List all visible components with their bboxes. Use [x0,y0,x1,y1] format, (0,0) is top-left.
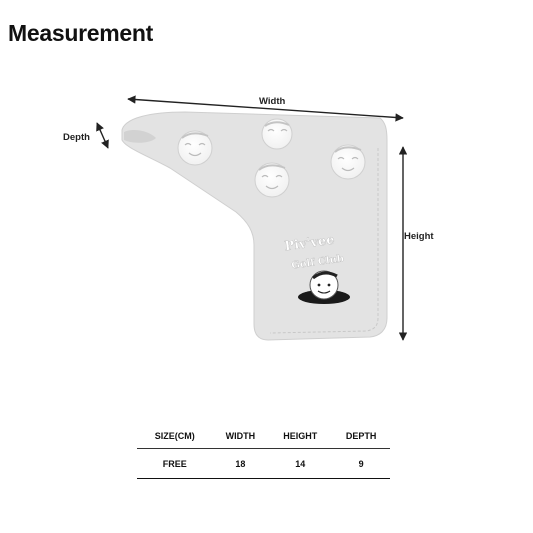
ball-face-icon [254,162,290,198]
depth-arrow [96,122,109,149]
width-arrow [127,95,404,122]
ball-face-icon [261,118,293,150]
height-label: Height [404,231,434,242]
depth-label: Depth [63,132,90,143]
ball-in-hole-logo-icon [298,270,350,304]
width-label: Width [259,96,286,107]
size-table-cell: 18 [212,448,269,479]
putter-cover-mouth [124,130,156,143]
size-table: SIZE(CM) WIDTH HEIGHT DEPTH FREE 18 14 9 [137,424,390,479]
size-table-header: DEPTH [332,424,390,449]
putter-cover-stitching [269,148,379,334]
page-title: Measurement [8,20,153,46]
table-row: FREE 18 14 9 [137,448,390,479]
size-table-header-row: SIZE(CM) WIDTH HEIGHT DEPTH [137,424,390,449]
size-table-header: HEIGHT [268,424,333,449]
size-table-header: WIDTH [212,424,269,449]
size-table-header: SIZE(CM) [137,424,213,449]
size-table-cell: 9 [332,448,390,479]
embroidery-line-1: Piv'vee [284,233,336,255]
ball-face-icon [177,130,213,166]
size-table-cell: FREE [137,448,213,479]
size-table-cell: 14 [268,448,333,479]
ball-face-icon [330,144,366,180]
